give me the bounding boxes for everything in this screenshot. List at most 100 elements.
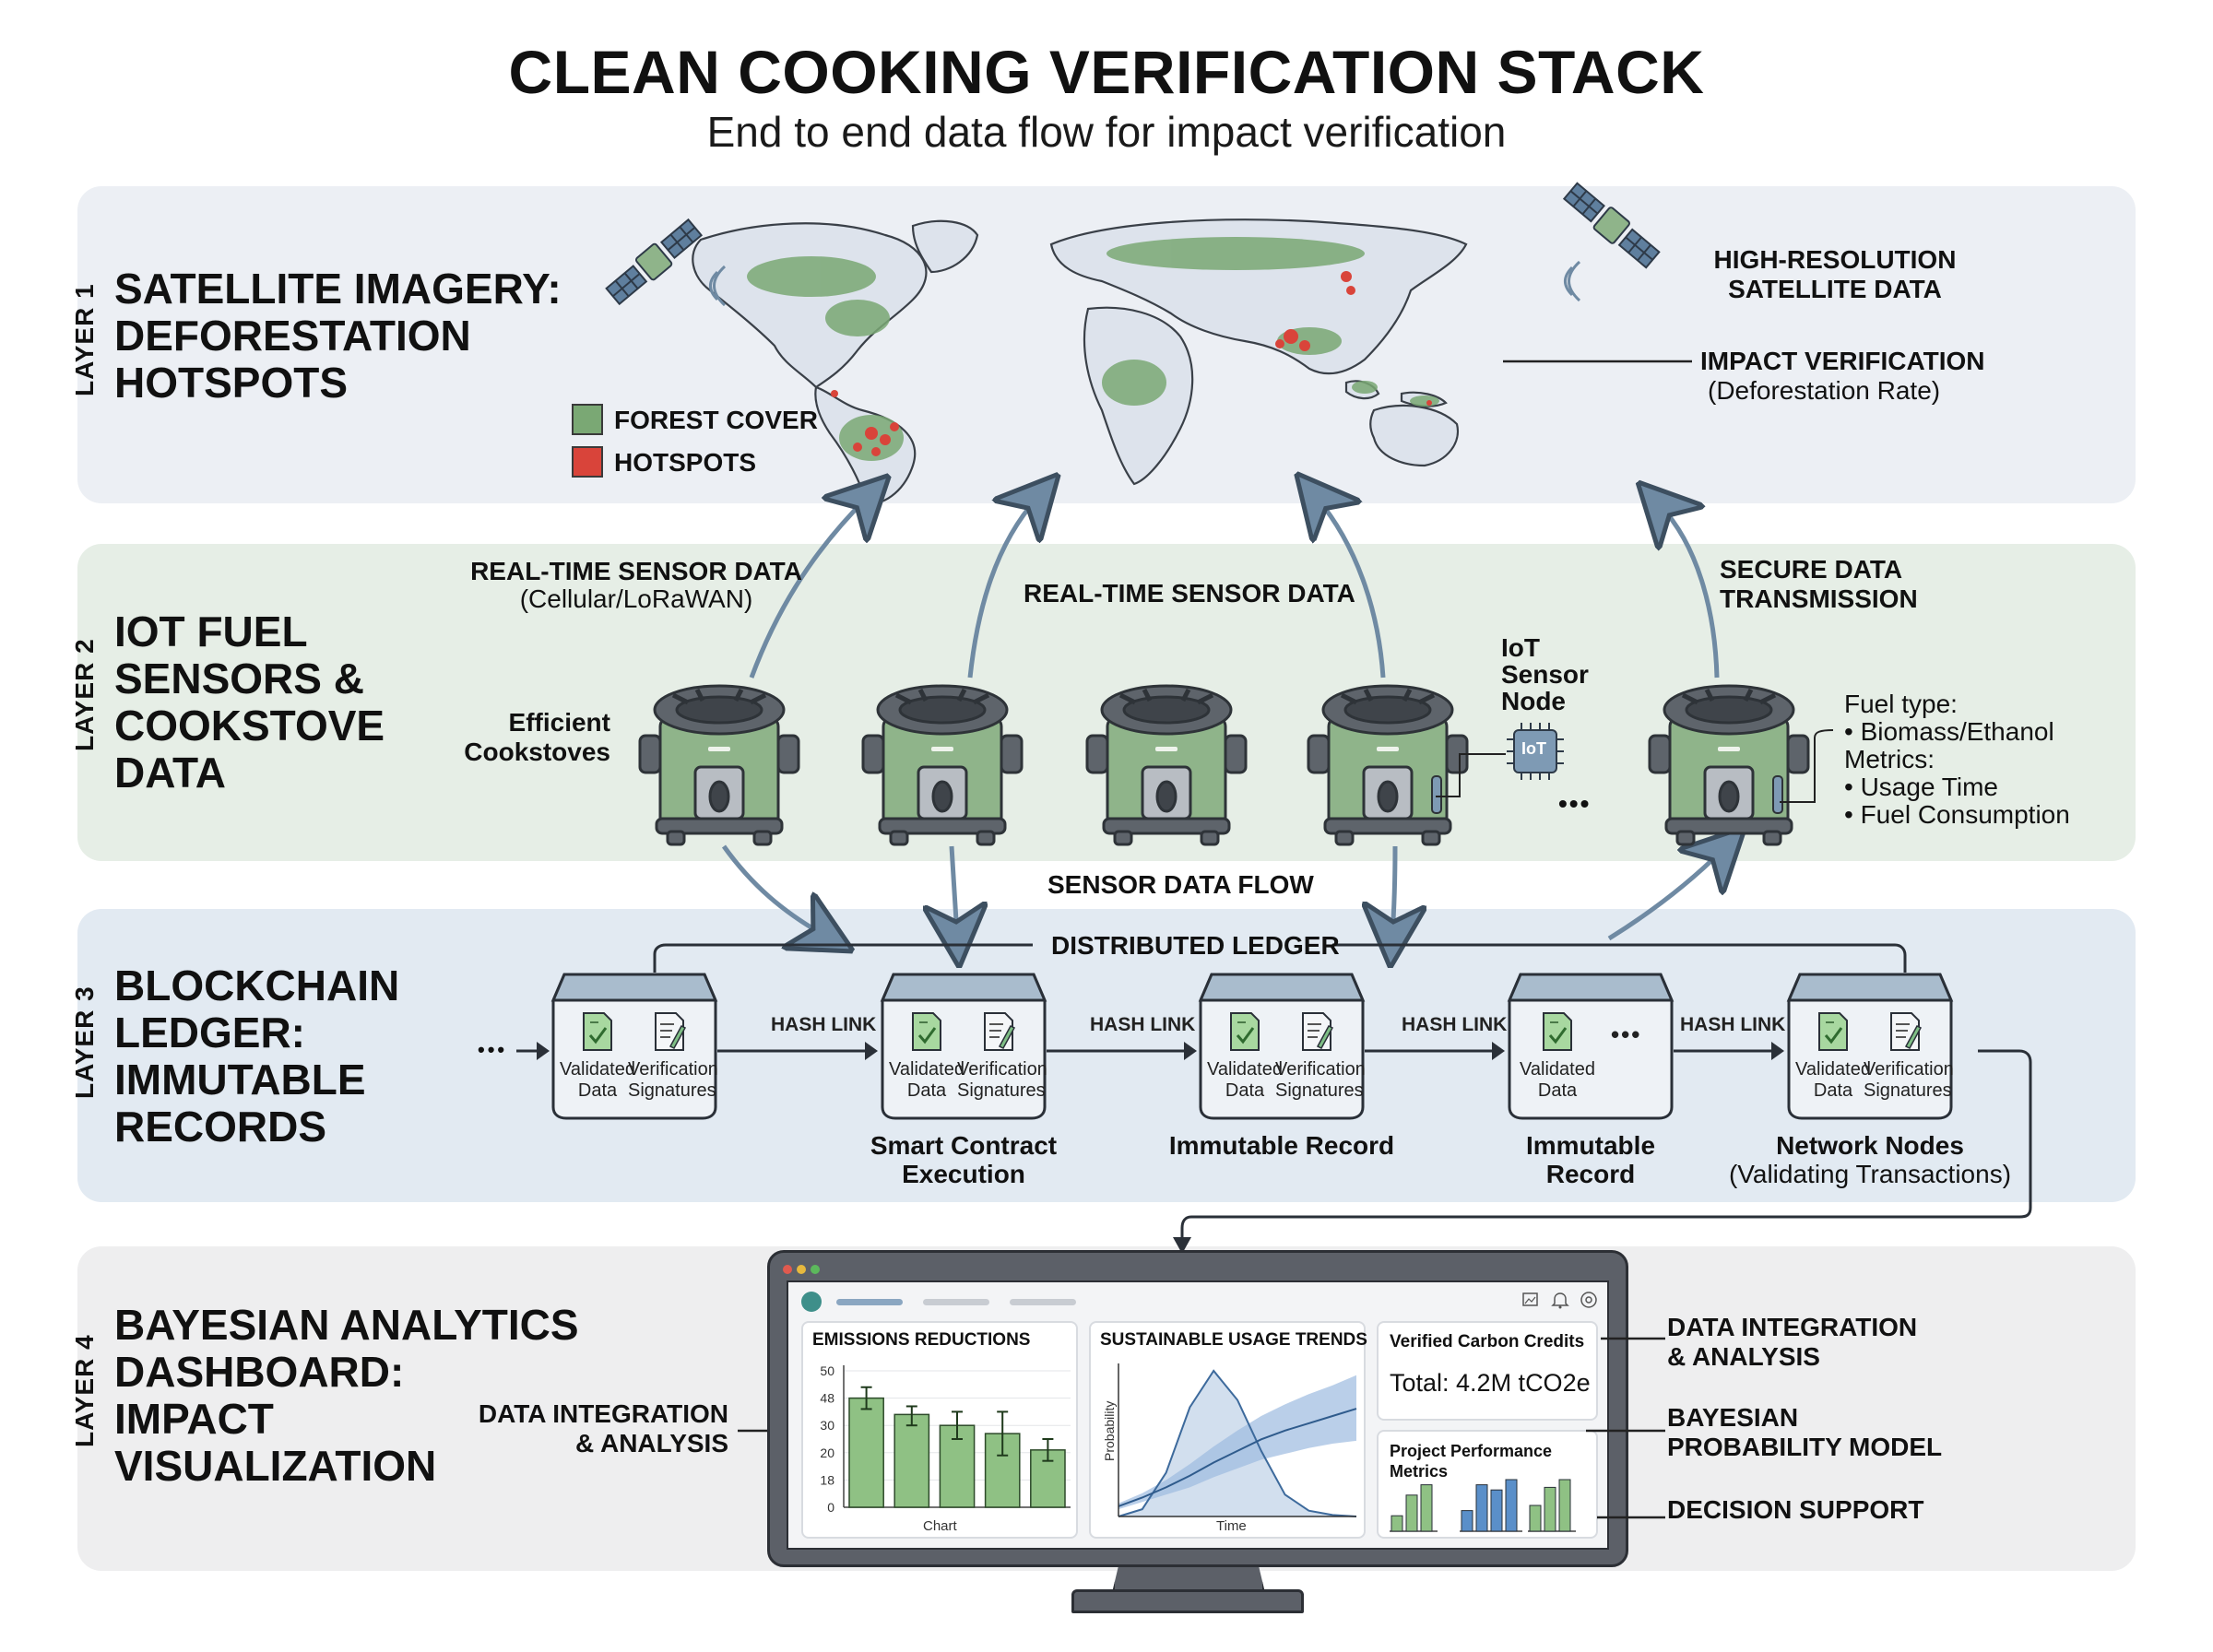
mini-bar xyxy=(1529,1504,1542,1532)
decision-support-label: DECISION SUPPORT xyxy=(1667,1495,1924,1524)
arrow-up-1 xyxy=(749,498,867,678)
usage-trends-title: SUSTAINABLE USAGE TRENDS xyxy=(1100,1330,1367,1350)
impact-leader-line xyxy=(1503,360,1692,363)
credible-band xyxy=(1118,1375,1356,1510)
error-bar xyxy=(997,1410,1009,1457)
lead-ellipsis: ••• xyxy=(478,1038,508,1061)
signature-document-icon xyxy=(984,1012,1016,1051)
data-integration-left-label: DATA INTEGRATION & ANALYSIS xyxy=(478,1399,728,1457)
app-logo-icon xyxy=(801,1292,822,1312)
sensor-data-flow-label: SENSOR DATA FLOW xyxy=(1047,870,1314,899)
maximize-dot[interactable] xyxy=(811,1265,820,1274)
y-tick-label: 48 xyxy=(820,1391,834,1406)
emissions-title: EMISSIONS REDUCTIONS xyxy=(812,1330,1031,1350)
layer-4-title: BAYESIAN ANALYTICS DASHBOARD: IMPACT VIS… xyxy=(114,1301,579,1490)
satellite-icon xyxy=(605,218,704,306)
error-bar xyxy=(1042,1438,1054,1462)
ledger-block[interactable]: Validated Data••• xyxy=(1507,973,1675,1120)
impact-verification-label: IMPACT VERIFICATION xyxy=(1700,347,1985,375)
monitor-neck xyxy=(1112,1567,1265,1593)
data-integration-right-label: DATA INTEGRATION & ANALYSIS xyxy=(1667,1313,1918,1371)
bar xyxy=(893,1413,930,1508)
signature-document-icon xyxy=(1302,1012,1334,1051)
mini-bar xyxy=(1405,1494,1418,1532)
cookstove-icon xyxy=(638,684,800,846)
metric-fuel-consumption: • Fuel Consumption xyxy=(1844,800,2070,829)
usage-trends-card: SUSTAINABLE USAGE TRENDS Probability Tim… xyxy=(1089,1321,1367,1539)
sensor-data-left-sub: (Cellular/LoRaWAN) xyxy=(519,584,753,613)
trend-line xyxy=(1118,1408,1357,1507)
signature-document-icon xyxy=(655,1012,687,1051)
bell-icon[interactable] xyxy=(1551,1291,1569,1309)
image-icon[interactable] xyxy=(1522,1292,1539,1308)
legend-swatch-hotspots xyxy=(572,446,603,478)
signal-waves-icon xyxy=(1564,260,1581,302)
error-bar xyxy=(952,1410,963,1440)
block-item-label: Validated Data xyxy=(1795,1059,1871,1101)
validated-document-icon xyxy=(1818,1012,1848,1051)
y-tick-label: 30 xyxy=(820,1418,834,1433)
block-item-label: Validated Data xyxy=(889,1059,964,1101)
block-ellipsis: ••• xyxy=(1611,1021,1642,1048)
legend-label-forest: FOREST COVER xyxy=(614,406,818,434)
block-frame xyxy=(1786,973,1954,1120)
minimize-dot[interactable] xyxy=(797,1265,806,1274)
hash-link-label: HASH LINK xyxy=(1402,1014,1508,1035)
block-frame xyxy=(550,973,718,1120)
mini-bar xyxy=(1505,1479,1518,1532)
density-line xyxy=(1118,1369,1357,1517)
block-caption: Network Nodes(Validating Transactions) xyxy=(1713,1131,2027,1188)
satellite-data-label: HIGH-RESOLUTION SATELLITE DATA xyxy=(1713,245,1957,303)
mini-bar xyxy=(1490,1489,1503,1532)
iot-chip-icon xyxy=(1507,723,1564,780)
layer-2-title: IOT FUEL SENSORS & COOKSTOVE DATA xyxy=(114,608,385,796)
block-frame xyxy=(1198,973,1366,1120)
mini-bar xyxy=(1391,1515,1403,1532)
performance-title: Project Performance Metrics xyxy=(1390,1442,1553,1481)
nav-tab-active[interactable] xyxy=(836,1299,903,1305)
page-title: CLEAN COOKING VERIFICATION STACK xyxy=(508,38,1705,106)
arrow-up-3 xyxy=(1317,498,1386,678)
error-bar xyxy=(905,1405,917,1427)
fuel-type-item: • Biomass/Ethanol xyxy=(1844,717,2054,746)
block-item-label: Validated Data xyxy=(1207,1059,1283,1101)
cookstove-icon xyxy=(1085,684,1248,846)
arrow-down-1 xyxy=(721,844,825,936)
validated-document-icon xyxy=(912,1012,941,1051)
hash-link-label: HASH LINK xyxy=(771,1014,877,1035)
close-dot[interactable] xyxy=(783,1265,792,1274)
metric-usage-time: • Usage Time xyxy=(1844,773,1998,801)
validated-document-icon xyxy=(583,1012,612,1051)
arrow-down-2 xyxy=(952,845,957,936)
usage-trends-chart xyxy=(1118,1363,1357,1517)
block-item-label: Validated Data xyxy=(560,1059,635,1101)
hash-link-label: HASH LINK xyxy=(1680,1014,1786,1035)
page-subtitle: End to end data flow for impact verifica… xyxy=(706,108,1507,156)
cookstove-icon xyxy=(1307,684,1469,846)
iot-chip-label: IoT xyxy=(1521,739,1546,758)
performance-chart xyxy=(1390,1479,1576,1532)
settings-icon[interactable] xyxy=(1580,1291,1598,1309)
nav-tab[interactable] xyxy=(923,1299,989,1305)
arrow-up-2 xyxy=(967,498,1037,678)
block-frame xyxy=(880,973,1047,1120)
nav-tab[interactable] xyxy=(1010,1299,1076,1305)
metrics-label: Metrics: xyxy=(1844,745,1935,773)
bayesian-model-label: BAYESIAN PROBABILITY MODEL xyxy=(1667,1403,1943,1461)
error-bar xyxy=(860,1386,872,1410)
y-tick-label: 20 xyxy=(820,1446,834,1460)
arrow-down-3 xyxy=(1392,845,1395,936)
block-caption: Immutable Record xyxy=(1525,1131,1656,1188)
legend-label-hotspots: HOTSPOTS xyxy=(614,448,757,477)
fuel-type-label: Fuel type: xyxy=(1844,690,1958,718)
block-caption: Immutable Record xyxy=(1168,1131,1395,1160)
y-tick-label: 0 xyxy=(827,1500,834,1515)
mini-bar xyxy=(1544,1486,1556,1532)
mini-bar xyxy=(1461,1510,1473,1532)
